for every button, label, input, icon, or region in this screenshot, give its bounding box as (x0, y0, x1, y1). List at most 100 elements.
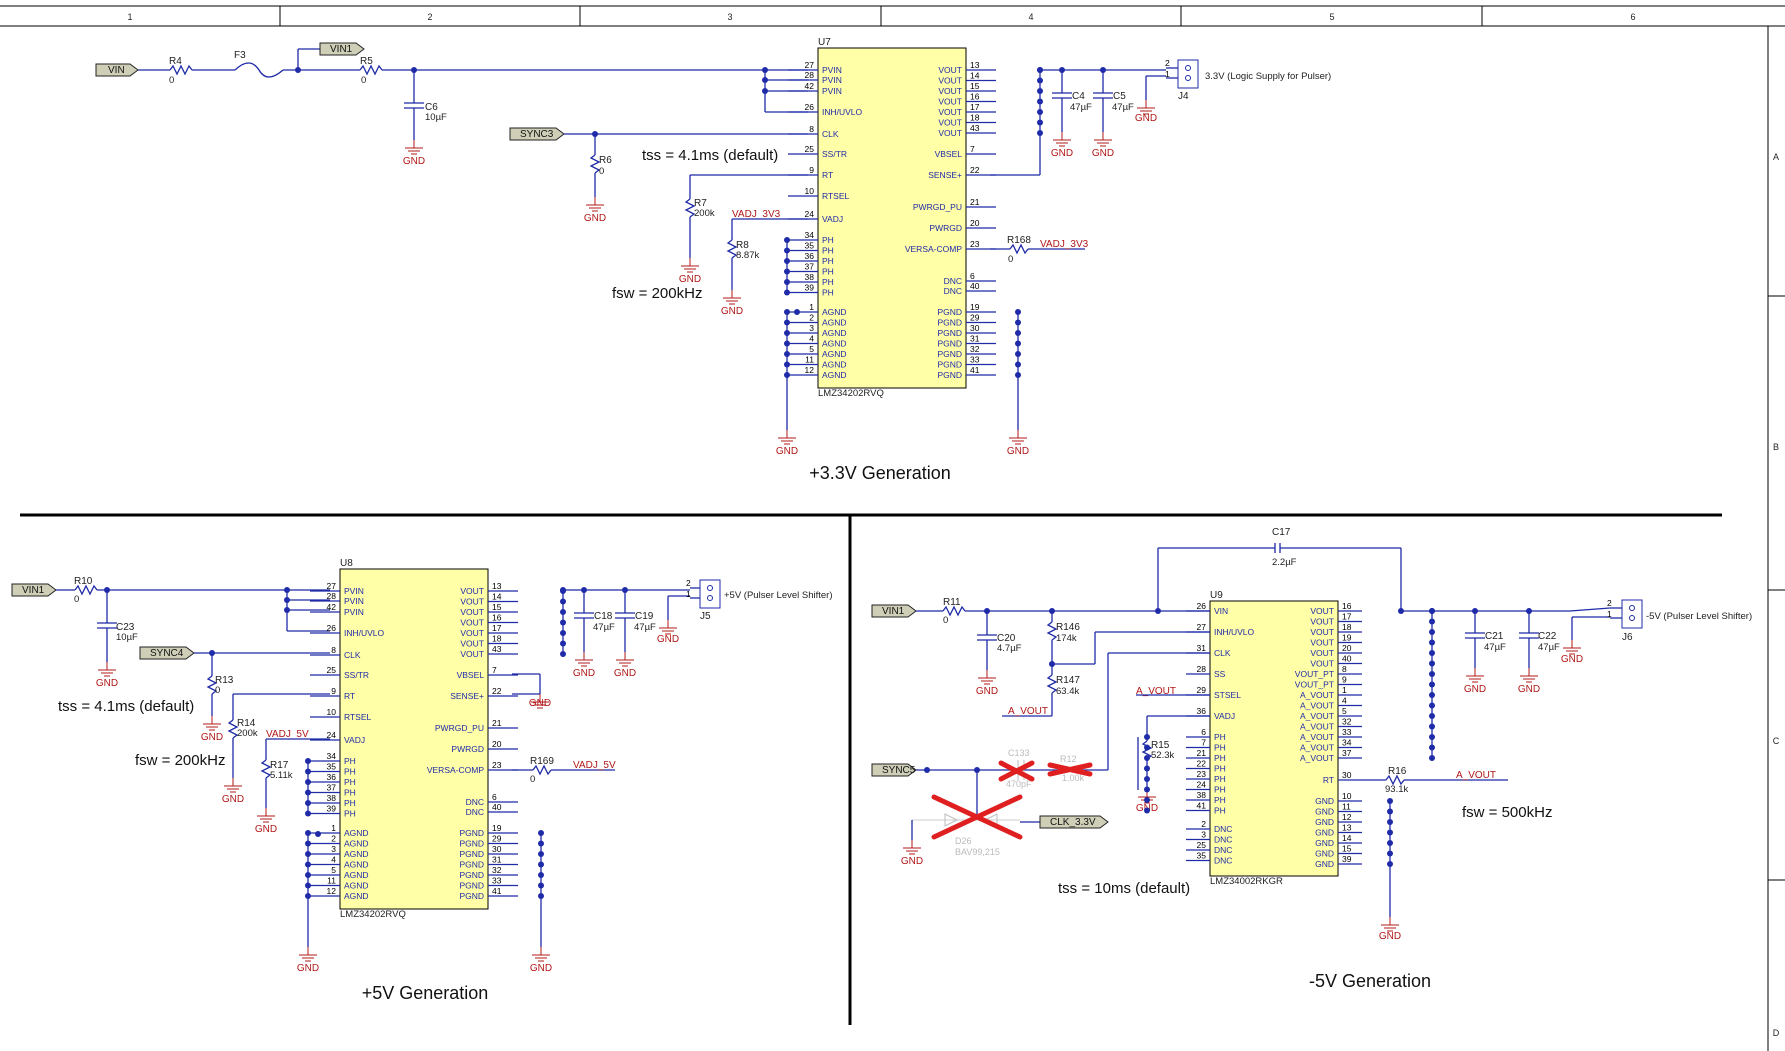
j5-connector[interactable] (699, 579, 721, 609)
c20-ref: C20 (997, 633, 1016, 644)
r17-resistor[interactable] (260, 759, 272, 779)
r169-resistor[interactable] (532, 764, 552, 776)
pin-number: 25 (327, 665, 337, 675)
pin-label: VOUT (1310, 627, 1334, 637)
pin-label: VOUT (938, 118, 962, 128)
j4-pin2: 2 (1165, 58, 1170, 68)
vin1-flag-u9[interactable] (871, 604, 917, 618)
j6-connector[interactable] (1621, 599, 1643, 629)
pin-label: PH (344, 777, 356, 787)
junction-dot (305, 872, 311, 878)
u7-ic-body[interactable] (817, 47, 967, 389)
pin-label: STSEL (1214, 690, 1241, 700)
pin-number: 3 (809, 323, 814, 333)
pin-number: 28 (327, 591, 337, 601)
pin-number: 31 (970, 334, 980, 344)
r15-ref: R15 (1151, 740, 1170, 751)
d26-gnd-label: GND (901, 856, 923, 867)
r16-resistor[interactable] (1385, 774, 1405, 786)
frame-row-c: C (1773, 736, 1780, 746)
pin-label: A_VOUT (1300, 722, 1334, 732)
pin-label: PH (1214, 795, 1226, 805)
r5-ref: R5 (360, 56, 373, 67)
r146-resistor[interactable] (1046, 621, 1058, 641)
pin-number: 14 (1342, 833, 1352, 843)
pin-label: PVIN (822, 65, 842, 75)
sync5-flag-label: SYNC5 (882, 765, 916, 776)
pin-label: VOUT (1310, 617, 1334, 627)
r5-resistor[interactable] (359, 64, 383, 76)
u9-ic-body[interactable] (1209, 600, 1339, 877)
pin-number: 19 (1342, 633, 1352, 643)
r6-resistor[interactable] (589, 154, 601, 174)
clk33-flag[interactable] (1039, 815, 1109, 829)
pin-number: 10 (1342, 791, 1352, 801)
r4-resistor[interactable] (169, 64, 193, 76)
pin-label: PGND (459, 881, 484, 891)
d26-diode[interactable] (944, 813, 959, 827)
r11-resistor[interactable] (942, 605, 966, 617)
pin-label: DNC (1214, 835, 1232, 845)
vin1-flag-top[interactable] (319, 42, 365, 56)
r10-resistor[interactable] (74, 584, 98, 596)
pin-number: 5 (809, 344, 814, 354)
junction-dot (305, 882, 311, 889)
pin-label: AGND (344, 881, 369, 891)
u7-ref: U7 (818, 37, 831, 48)
pin-number: 23 (492, 760, 502, 770)
j5-pin2: 2 (686, 578, 691, 588)
pin-number: 23 (1197, 769, 1207, 779)
c22-ref: C22 (1538, 631, 1557, 642)
pin-label: PH (822, 288, 834, 298)
junction-dot (305, 779, 311, 785)
r8-gnd-label: GND (721, 306, 743, 317)
junction-dot (1144, 786, 1150, 793)
pin-number: 35 (327, 762, 337, 772)
pin-label: PH (1214, 806, 1226, 816)
sync3-flag[interactable] (509, 127, 565, 141)
j6-pin1: 1 (1607, 609, 1612, 619)
pin-number: 28 (805, 70, 815, 80)
pin-label: PH (344, 809, 356, 819)
pin-number: 7 (492, 665, 497, 675)
j4-pin1: 1 (1165, 69, 1170, 79)
pin-number: 29 (1197, 685, 1207, 695)
frame-row-b: B (1773, 442, 1779, 452)
r13-resistor[interactable] (206, 675, 218, 695)
pin-label: PVIN (344, 607, 364, 617)
r8-resistor[interactable] (726, 239, 738, 259)
r14-resistor[interactable] (227, 719, 239, 739)
r168-resistor[interactable] (1009, 243, 1029, 255)
section-neg5v: VIN1 R11 0 C20 4.7µF GND R146 174k R147 … (871, 527, 1752, 991)
pin-number: 2 (1201, 819, 1206, 829)
r7-resistor[interactable] (684, 198, 696, 218)
vin1-flag-u8[interactable] (11, 583, 57, 597)
pin-label: INH/UVLO (344, 628, 385, 638)
pin-label: PGND (937, 360, 962, 370)
c22-value: 47µF (1538, 642, 1560, 653)
pin-label: VOUT (938, 76, 962, 86)
pin-label: AGND (822, 370, 847, 380)
pin-label: CLK (822, 129, 839, 139)
section-title-3v3: +3.3V Generation (809, 463, 951, 483)
j4-connector[interactable] (1177, 59, 1199, 89)
pin-number: 31 (492, 855, 502, 865)
vin-flag[interactable] (95, 63, 139, 77)
pin-number: 18 (1342, 622, 1352, 632)
r147-resistor[interactable] (1046, 674, 1058, 694)
junction-dot (305, 861, 311, 868)
f3-fuse[interactable] (234, 62, 284, 78)
pin-label: PVIN (344, 586, 364, 596)
sync4-flag[interactable] (139, 646, 195, 660)
r4-ref: R4 (169, 56, 182, 67)
pin-number: 1 (1342, 685, 1347, 695)
sync5-flag[interactable] (871, 763, 917, 777)
pin-label: A_VOUT (1300, 690, 1334, 700)
pin-label: VOUT_PT (1295, 669, 1334, 679)
u8-ic-body[interactable] (339, 568, 489, 910)
f3-ref: F3 (234, 50, 246, 61)
u8-part: LMZ34202RVQ (340, 909, 406, 920)
